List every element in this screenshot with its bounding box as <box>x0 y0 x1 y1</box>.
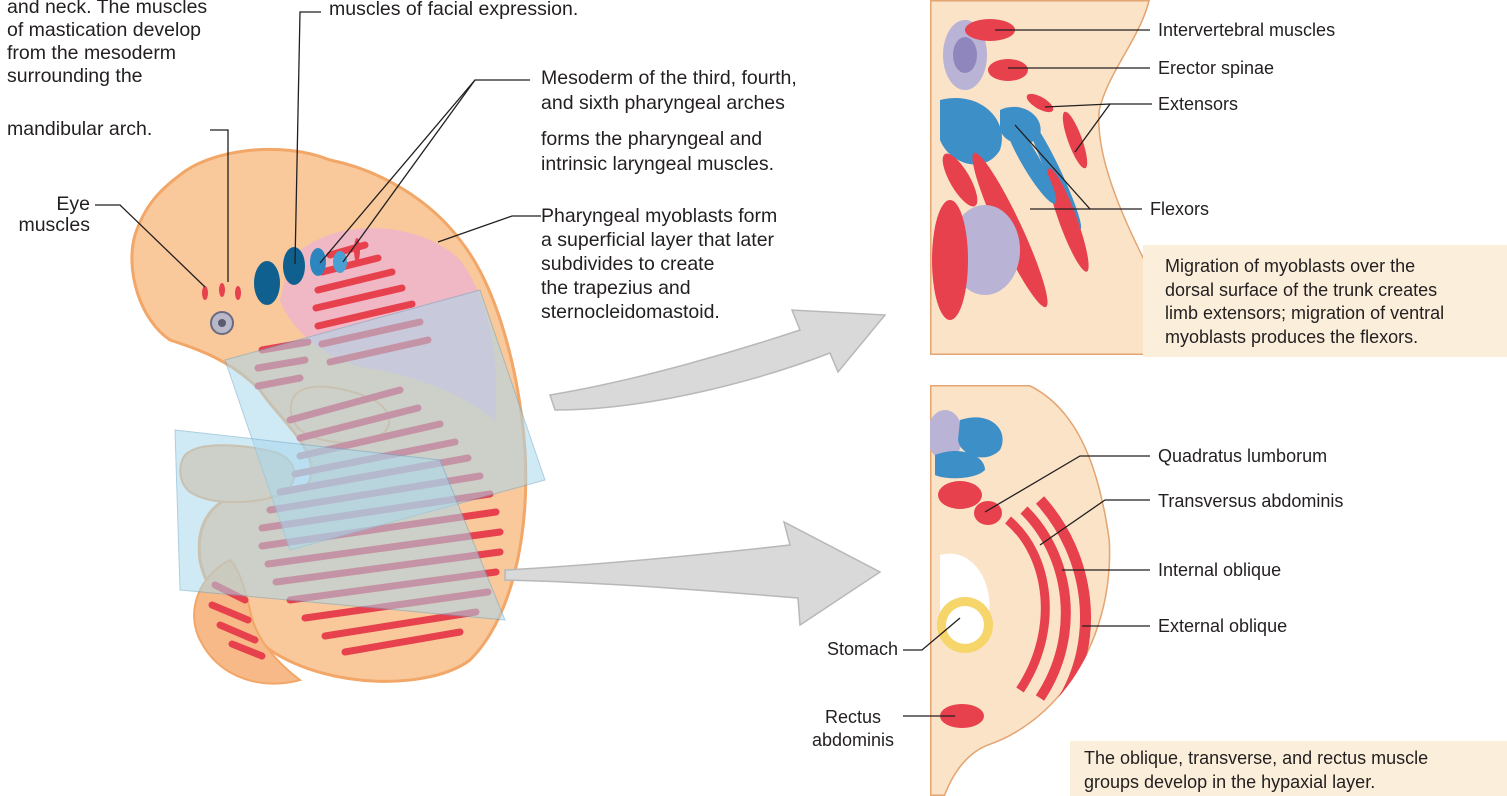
arrow-to-upper-section <box>550 310 885 410</box>
mastication-note-line2: of mastication develop <box>7 19 201 43</box>
mastication-note-line5: mandibular arch. <box>7 118 152 142</box>
limb-migration-caption: Migration of myoblasts over the dorsal s… <box>1143 245 1507 357</box>
limb-caption-line2: dorsal surface of the trunk creates <box>1165 279 1493 303</box>
hypaxial-caption: The oblique, transverse, and rectus musc… <box>1070 741 1507 796</box>
mastication-note-line1: and neck. The muscles <box>7 0 207 20</box>
rectus-abdominis-label-line2: abdominis <box>800 729 906 753</box>
limb-caption-line3: limb extensors; migration of ventral <box>1165 302 1493 326</box>
extensors-label: Extensors <box>1158 93 1238 117</box>
pharyngeal-note-line5: sternocleidomastoid. <box>541 301 720 325</box>
pharyngeal-note-line3: subdivides to create <box>541 253 714 277</box>
pharyngeal-note-line4: the trapezius and <box>541 277 691 301</box>
mastication-note-line3: from the mesoderm <box>7 42 176 66</box>
hypaxial-caption-line2: groups develop in the hypaxial layer. <box>1084 771 1501 795</box>
transversus-abdominis-label: Transversus abdominis <box>1158 490 1343 514</box>
limb-caption-line1: Migration of myoblasts over the <box>1165 255 1493 279</box>
erector-spinae-label: Erector spinae <box>1158 57 1274 81</box>
mesoderm-note-line4: intrinsic laryngeal muscles. <box>541 153 774 177</box>
pharyngeal-note-line2: a superficial layer that later <box>541 229 774 253</box>
internal-oblique-label: Internal oblique <box>1158 559 1281 583</box>
mastication-note-line4: surrounding the <box>7 65 143 89</box>
intervertebral-muscles-label: Intervertebral muscles <box>1158 19 1335 43</box>
mesoderm-note-line1: Mesoderm of the third, fourth, <box>541 67 797 91</box>
rectus-abdominis-label-line1: Rectus <box>800 706 906 730</box>
hypaxial-caption-line1: The oblique, transverse, and rectus musc… <box>1084 747 1501 771</box>
facial-expression-label: muscles of facial expression. <box>329 0 578 22</box>
flexors-label: Flexors <box>1150 198 1209 222</box>
lower-cross-section <box>927 385 1130 796</box>
pharyngeal-note-line1: Pharyngeal myoblasts form <box>541 205 777 229</box>
mesoderm-note-line2: and sixth pharyngeal arches <box>541 92 785 116</box>
upper-cross-section <box>930 0 1160 355</box>
arrow-to-lower-section <box>505 522 880 625</box>
limb-caption-line4: myoblasts produces the flexors. <box>1165 326 1493 350</box>
eye-muscles-label-line2: muscles <box>0 214 90 238</box>
eye-muscles-label-line1: Eye <box>20 193 90 217</box>
embryo-illustration <box>132 149 545 683</box>
stomach-label: Stomach <box>780 638 898 662</box>
quadratus-lumborum-label: Quadratus lumborum <box>1158 445 1327 469</box>
mesoderm-note-line3: forms the pharyngeal and <box>541 128 762 152</box>
external-oblique-label: External oblique <box>1158 615 1287 639</box>
